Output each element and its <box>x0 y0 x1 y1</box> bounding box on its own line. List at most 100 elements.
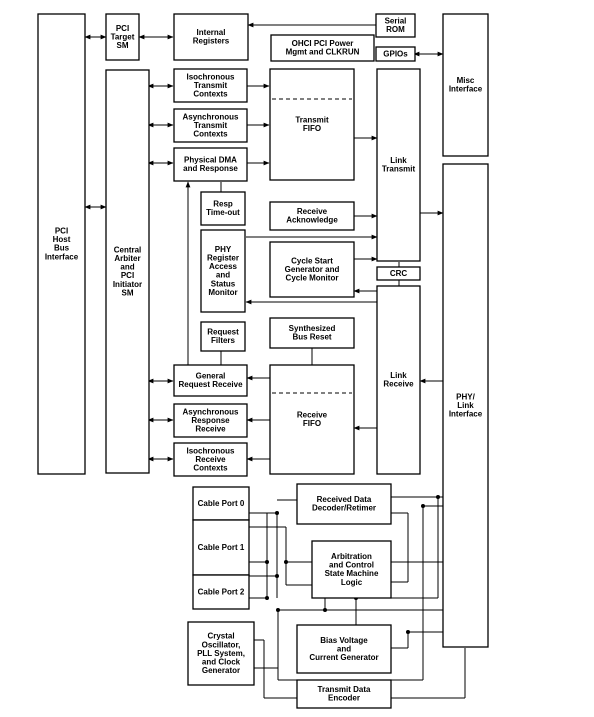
link-transmit-box <box>376 68 421 262</box>
pci-target-sm-label: Target <box>111 32 135 41</box>
pci-target-sm-label: PCI <box>116 24 129 33</box>
synth-bus-reset-label: Synthesized <box>289 324 336 333</box>
physical-dma-label: Physical DMA <box>184 156 237 165</box>
link-receive-label: Link <box>390 371 407 380</box>
cycle-start-label: Generator and <box>285 265 340 274</box>
receive-ack-label: Receive <box>297 207 328 216</box>
phy-register-label: and <box>216 271 230 280</box>
receive-ack-label: Acknowledge <box>286 216 338 225</box>
internal-registers-box <box>173 13 249 61</box>
phy-register-label: Status <box>211 279 236 288</box>
cable-port-1-block: Cable Port 1 <box>192 519 250 576</box>
ohci-power-label: Mgmt and CLKRUN <box>286 48 360 57</box>
pci-target-sm-label: SM <box>117 41 129 50</box>
pci-host-label: Interface <box>45 252 79 261</box>
bias-voltage-label: Bias Voltage <box>320 636 368 645</box>
gpios-block: GPIOs <box>375 46 416 62</box>
arbitration-label: Arbitration <box>331 552 372 561</box>
physical-dma-label: and Response <box>183 164 238 173</box>
serial-rom-label: ROM <box>386 25 405 34</box>
crc-box <box>376 266 421 281</box>
phy-register-box <box>200 229 246 313</box>
bias-voltage-label: and <box>337 644 351 653</box>
receive-ack-box <box>269 201 355 231</box>
async-response-label: Asynchronous <box>182 407 239 416</box>
synth-bus-reset-box <box>269 317 355 349</box>
iso-transmit-box <box>173 68 248 103</box>
central-arbiter-label: SM <box>122 288 134 297</box>
pci-host-label: Host <box>53 235 71 244</box>
ohci-power-label: OHCI PCI Power <box>292 39 354 48</box>
iso-transmit-label: Isochronous <box>186 72 235 81</box>
async-transmit-label: Transmit <box>194 121 228 130</box>
misc-interface-label: Interface <box>449 85 483 94</box>
arbitration-box <box>311 540 392 599</box>
misc-interface-label: Misc <box>457 76 475 85</box>
crystal-label: Oscillator, <box>202 640 241 649</box>
phy-register-label: Monitor <box>208 288 237 297</box>
cycle-start-label: Cycle Start <box>291 256 333 265</box>
cable-port-0-label: Cable Port 0 <box>198 499 245 508</box>
gpios-box <box>375 46 416 62</box>
iso-receive-label: Isochronous <box>186 446 235 455</box>
cycle-start-label: Cycle Monitor <box>286 274 339 283</box>
pci-host-label: Bus <box>54 244 70 253</box>
serial-rom-box <box>375 13 416 38</box>
gpios-label: GPIOs <box>383 49 408 58</box>
resp-timeout-label: Time-out <box>206 208 240 217</box>
cable-port-1-box <box>192 519 250 576</box>
crystal-box <box>187 621 255 686</box>
cable-port-2-block: Cable Port 2 <box>192 574 250 610</box>
link-transmit-label: Transmit <box>382 165 416 174</box>
async-response-label: Response <box>191 416 230 425</box>
bias-voltage-label: Current Generator <box>309 653 378 662</box>
transmit-encoder-box <box>296 679 392 709</box>
async-response-box <box>173 403 248 438</box>
request-filters-label: Filters <box>211 336 236 345</box>
synth-bus-reset-label: Bus Reset <box>292 333 331 342</box>
receive-fifo-box <box>269 364 355 475</box>
receive-fifo-label: Receive <box>297 411 328 420</box>
cable-port-2-box <box>192 574 250 610</box>
arbitration-label: and Control <box>329 561 374 570</box>
arbitration-label: State Machine <box>325 569 379 578</box>
phy-register-label: PHY <box>215 245 232 254</box>
central-arbiter-box <box>105 69 150 474</box>
phy-link-label: Interface <box>449 410 483 419</box>
crystal-label: and Clock <box>202 658 241 667</box>
central-arbiter-label: PCI <box>121 271 134 280</box>
cable-port-0-box <box>192 486 250 521</box>
received-data-decoder-box <box>296 483 392 525</box>
crystal-label: Crystal <box>207 632 234 641</box>
misc-interface-box <box>442 13 489 157</box>
internal-registers-label: Registers <box>193 37 230 46</box>
physical-dma-box <box>173 147 248 182</box>
received-data-decoder-label: Decoder/Retimer <box>312 504 376 513</box>
pci-host-box <box>37 13 86 475</box>
arbitration-label: Logic <box>341 578 363 587</box>
resp-timeout-box <box>200 191 246 226</box>
serial-rom-label: Serial <box>385 17 407 26</box>
link-receive-box <box>376 285 421 475</box>
request-filters-box <box>200 321 246 352</box>
iso-receive-box <box>173 442 248 477</box>
